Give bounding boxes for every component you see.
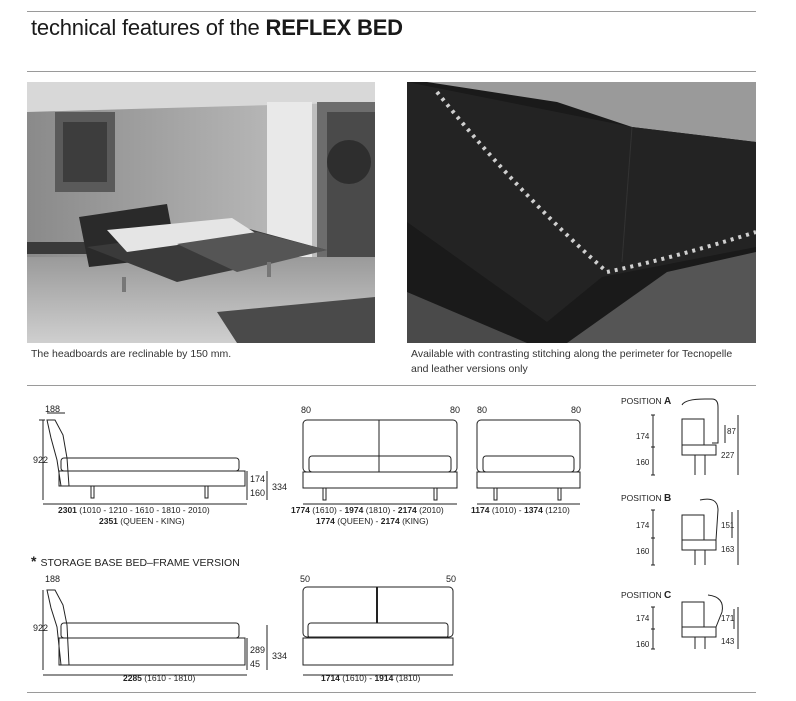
stor-front-left-dim: 50: [300, 574, 311, 584]
stitching-photo: [407, 82, 756, 343]
title-rule: [27, 71, 756, 72]
stor-side-h1-dim: 289: [250, 645, 266, 655]
position-b-d2: 160: [636, 547, 650, 556]
top-rule: [27, 11, 756, 12]
position-c-d1: 174: [636, 614, 650, 623]
std-side-top-dim: 188: [45, 404, 61, 414]
position-c-d3: 171: [721, 614, 735, 623]
position-b-drawing: [651, 498, 739, 566]
position-a-title: POSITION A: [621, 396, 672, 407]
standard-front-large-drawing: [302, 419, 458, 505]
std-side-length2-label: 2351 (QUEEN - KING): [99, 516, 185, 526]
std-side-height-dim: 922: [33, 455, 49, 465]
stor-front-width-label: 1714 (1610) - 1914 (1810): [321, 673, 421, 683]
page-title: technical features of the REFLEX BED: [31, 15, 403, 40]
bedroom-caption: The headboards are reclinable by 150 mm.: [31, 348, 232, 360]
stor-side-h2-dim: 45: [250, 659, 261, 669]
bedroom-photo: [27, 82, 375, 343]
stor-side-total-dim: 334: [272, 651, 288, 661]
stor-side-top-dim: 188: [45, 574, 61, 584]
position-c-drawing: [651, 594, 739, 650]
storage-front-drawing: [302, 586, 454, 676]
bottom-rule: [27, 692, 756, 693]
position-a-d4: 227: [721, 451, 735, 460]
std-front-large-width-label: 1774 (1610) - 1974 (1810) - 2174 (2010): [291, 505, 444, 515]
std-front-large-left-dim: 80: [301, 405, 312, 415]
std-side-length-label: 2301 (1010 - 1210 - 1610 - 1810 - 2010): [58, 505, 210, 515]
drawings-top-rule: [27, 385, 756, 386]
standard-side-drawing: [39, 412, 268, 505]
position-b-d4: 163: [721, 545, 735, 554]
position-a-d2: 160: [636, 458, 650, 467]
std-front-large-width2-label: 1774 (QUEEN) - 2174 (KING): [316, 516, 429, 526]
stor-side-length-label: 2285 (1610 - 1810): [123, 673, 196, 683]
position-b-d3: 151: [721, 521, 735, 530]
position-a-d3: 87: [727, 427, 736, 436]
storage-side-drawing: [42, 589, 268, 676]
position-b-d1: 174: [636, 521, 650, 530]
position-a-drawing: [651, 398, 739, 476]
std-side-total-dim: 334: [272, 482, 288, 492]
position-b-title: POSITION B: [621, 493, 672, 504]
std-front-large-right-dim: 80: [450, 405, 461, 415]
position-a-d1: 174: [636, 432, 650, 441]
std-front-small-right-dim: 80: [571, 405, 582, 415]
position-c-d2: 160: [636, 640, 650, 649]
standard-front-small-drawing: [476, 419, 581, 505]
stor-side-height-dim: 922: [33, 623, 49, 633]
std-side-h2-dim: 160: [250, 488, 266, 498]
stor-front-right-dim: 50: [446, 574, 457, 584]
position-c-title: POSITION C: [621, 590, 672, 601]
std-front-small-left-dim: 80: [477, 405, 488, 415]
std-front-small-width-label: 1174 (1010) - 1374 (1210): [471, 505, 570, 515]
std-side-h1-dim: 174: [250, 474, 266, 484]
position-c-d4: 143: [721, 637, 735, 646]
storage-section-title: *STORAGE BASE BED–FRAME VERSION: [31, 553, 240, 569]
stitching-caption: Available with contrasting stitching alo…: [411, 348, 733, 375]
